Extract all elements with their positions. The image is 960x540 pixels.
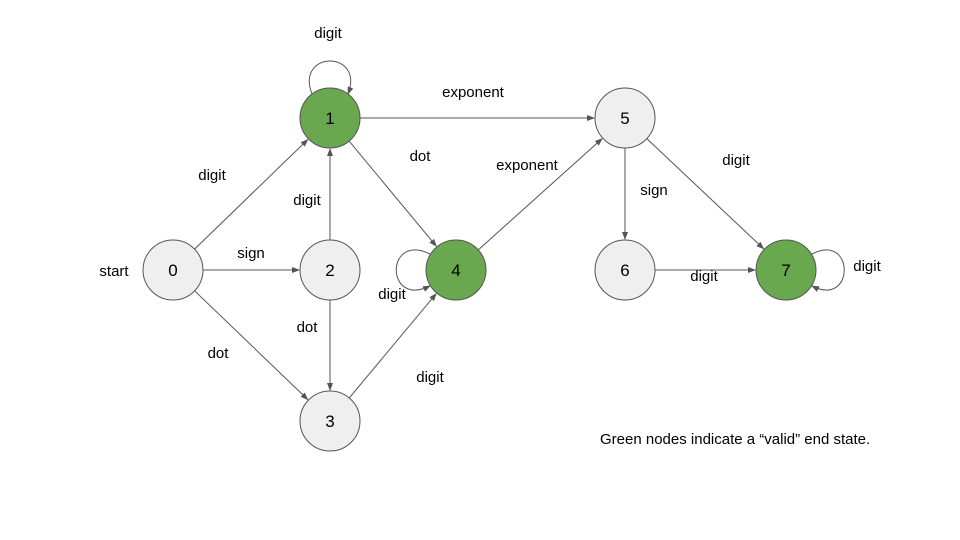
state-node-1: 1	[299, 87, 361, 149]
state-node-circle	[425, 239, 487, 301]
state-node-circle	[142, 239, 204, 301]
state-node-circle	[299, 390, 361, 452]
edges-layer	[194, 60, 845, 401]
edge-3-to-4	[348, 293, 437, 399]
state-node-7: 7	[755, 239, 817, 301]
start-label: start	[99, 263, 129, 280]
state-node-4: 4	[425, 239, 487, 301]
edge-label-1-to-5: exponent	[442, 84, 505, 101]
state-node-label: 5	[620, 109, 629, 128]
state-node-2: 2	[299, 239, 361, 301]
state-node-0: 0	[142, 239, 204, 301]
edge-7-to-7	[811, 249, 845, 292]
edge-label-0-to-2: sign	[237, 245, 265, 262]
state-node-label: 4	[451, 261, 460, 280]
edge-label-4-to-5: exponent	[496, 157, 559, 174]
edge-label-5-to-6: sign	[640, 182, 668, 199]
labels-layer: digit sign dot digit dot exponent digit dot digi…	[198, 25, 881, 386]
edge-label-3-to-4: digit	[416, 369, 444, 386]
state-node-6: 6	[594, 239, 656, 301]
edge-label-6-to-7: digit	[690, 268, 718, 285]
edge-label-2-to-1: digit	[293, 192, 321, 209]
state-node-label: 3	[325, 412, 334, 431]
edge-label-1-to-4: dot	[410, 148, 432, 165]
edge-label-4-to-4: digit	[378, 286, 406, 303]
edge-label-0-to-1: digit	[198, 167, 226, 184]
edge-0-to-1	[194, 138, 309, 250]
state-node-circle	[299, 239, 361, 301]
state-node-label: 1	[325, 109, 334, 128]
edge-label-7-to-7: digit	[853, 258, 881, 275]
state-node-circle	[594, 239, 656, 301]
state-node-label: 7	[781, 261, 790, 280]
edge-label-1-to-1: digit	[314, 25, 342, 42]
state-node-circle	[594, 87, 656, 149]
edge-5-to-7	[646, 138, 765, 250]
state-node-label: 6	[620, 261, 629, 280]
edge-4-to-4	[395, 249, 431, 292]
edge-label-2-to-3: dot	[297, 319, 319, 336]
legend-note: Green nodes indicate a “valid” end state…	[600, 431, 870, 448]
edge-1-to-1	[309, 60, 354, 95]
state-node-label: 2	[325, 261, 334, 280]
state-node-circle	[299, 87, 361, 149]
state-node-5: 5	[594, 87, 656, 149]
edge-1-to-4	[348, 140, 437, 247]
nodes-layer: 0 1 2 3 4 5 6 7	[142, 87, 817, 452]
state-node-3: 3	[299, 390, 361, 452]
edge-label-0-to-3: dot	[208, 345, 230, 362]
edge-label-5-to-7: digit	[722, 152, 750, 169]
state-node-label: 0	[168, 261, 177, 280]
state-node-circle	[755, 239, 817, 301]
edge-0-to-3	[194, 290, 309, 401]
edge-4-to-5	[477, 138, 603, 251]
